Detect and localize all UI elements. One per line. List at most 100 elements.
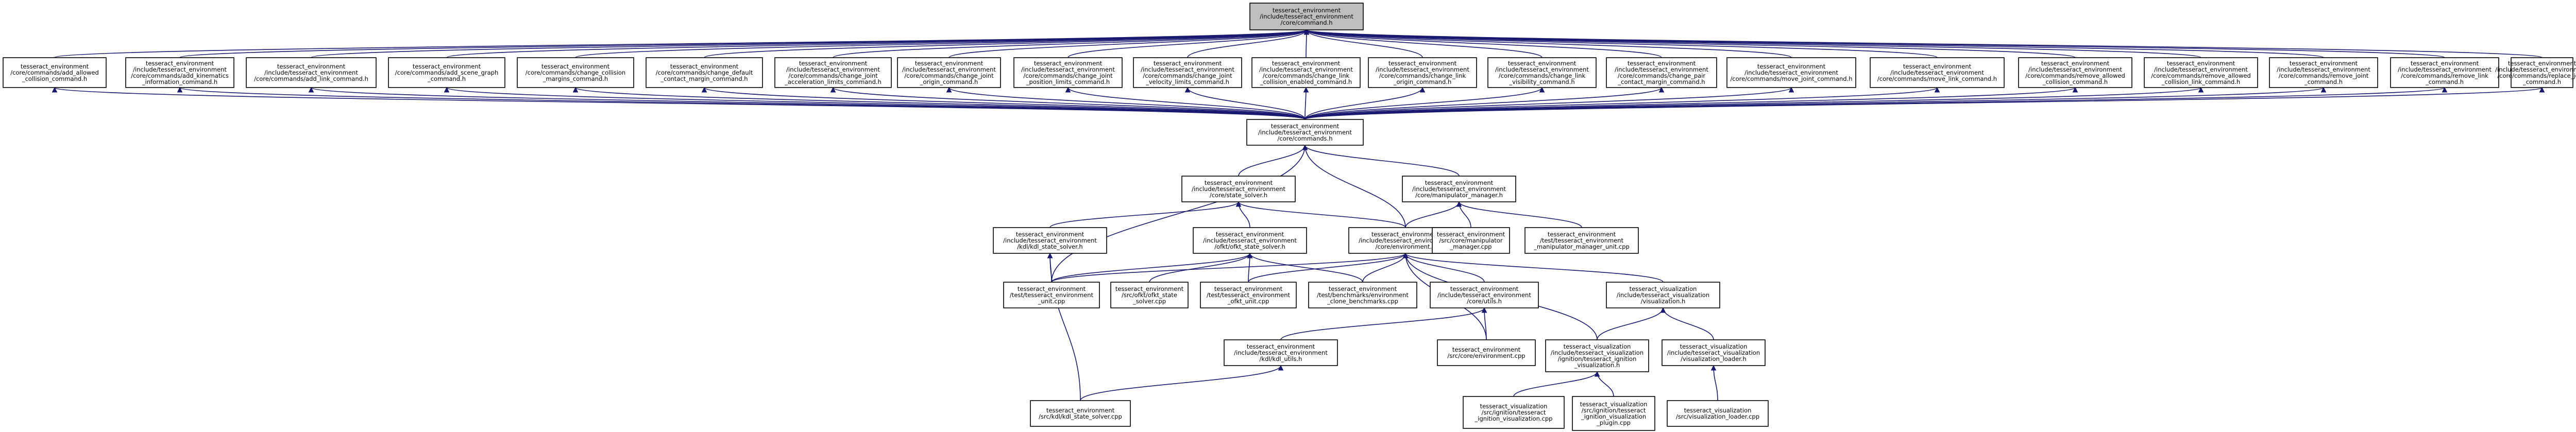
node-label-line: tesseract_environment xyxy=(1154,60,1222,67)
graph-node-replace-joint[interactable]: tesseract_environment/include/tesseract_… xyxy=(2495,57,2576,88)
graph-node-kdl-state-solver[interactable]: tesseract_environment/include/tesseract_… xyxy=(993,227,1107,254)
graph-node-ofkt-state-solver-cpp[interactable]: tesseract_environment/src/ofkt/ofkt_stat… xyxy=(1110,282,1189,308)
node-label-line: tesseract_environment xyxy=(670,63,739,70)
edge-remove-allowed-collision-to-root xyxy=(1306,29,2076,58)
graph-node-manipulator-manager[interactable]: tesseract_environment/include/tesseract_… xyxy=(1402,176,1516,202)
graph-node-root: tesseract_environment/include/tesseract_… xyxy=(1249,3,1364,30)
graph-node-change-link-origin[interactable]: tesseract_environment/include/tesseract_… xyxy=(1368,57,1477,88)
graph-node-environment-cpp[interactable]: tesseract_environment/src/core/environme… xyxy=(1437,339,1536,366)
edge-commands-to-change-joint-acceleration xyxy=(833,87,1306,120)
node-label-line: /visualization_loader.h xyxy=(1681,355,1747,362)
node-label-line: /kdl/kdl_utils.h xyxy=(1260,355,1302,362)
graph-node-visualization-loader-cpp[interactable]: tesseract_visualization/src/visualizatio… xyxy=(1667,400,1769,427)
graph-node-visualization-loader-h[interactable]: tesseract_visualization/include/tesserac… xyxy=(1662,339,1766,366)
graph-node-clone-benchmarks[interactable]: tesseract_environment/test/benchmarks/en… xyxy=(1308,282,1417,308)
edge-ofkt-unit-to-environment xyxy=(1248,253,1406,283)
graph-node-change-joint-velocity[interactable]: tesseract_environment/include/tesseract_… xyxy=(1133,57,1242,88)
node-label-line: /include/tesseract_environment xyxy=(1359,237,1452,244)
node-label-line: /ignition/tesseract_ignition xyxy=(1558,355,1637,362)
node-label-line: tesseract_environment xyxy=(1216,231,1284,238)
node-label-line: _collision_command.h xyxy=(2042,78,2108,85)
node-label-line: tesseract_visualization xyxy=(1680,343,1748,350)
node-label-line: /include/tesseract_environment xyxy=(902,66,996,73)
node-box xyxy=(646,57,763,88)
node-box xyxy=(1181,176,1296,202)
graph-node-ignition-plugin-cpp[interactable]: tesseract_visualization/src/ignition/tes… xyxy=(1572,396,1655,431)
graph-node-change-pair-contact-margin[interactable]: tesseract_environment/include/tesseract_… xyxy=(1606,57,1717,88)
node-label-line: _command.h xyxy=(2304,78,2343,85)
edge-change-link-origin-to-root xyxy=(1306,29,1423,58)
graph-node-move-link[interactable]: tesseract_environment/include/tesseract_… xyxy=(1870,57,2005,88)
graph-node-ofkt-unit[interactable]: tesseract_environment/test/tesseract_env… xyxy=(1200,282,1297,308)
node-label-line: tesseract_environment xyxy=(2508,60,2576,67)
node-label-line: _contact_margin_command.h xyxy=(1617,78,1705,85)
graph-node-kdl-state-solver-cpp[interactable]: tesseract_environment/src/kdl/kdl_state_… xyxy=(1030,400,1131,427)
node-label-line: /src/core/manipulator xyxy=(1439,237,1502,244)
graph-node-add-allowed-collision[interactable]: tesseract_environment/core/commands/add_… xyxy=(3,57,107,88)
node-label-line: /include/tesseract_environment xyxy=(2398,66,2492,73)
node-label-line: _ignition_visualization xyxy=(1581,413,1646,420)
node-label-line: tesseract_environment xyxy=(1329,285,1397,292)
node-label-line: tesseract_environment xyxy=(2041,60,2110,67)
edge-commands-to-change-collision-margins xyxy=(575,87,1306,120)
node-label-line: /core/commands/change_link xyxy=(1499,72,1586,79)
edge-remove-joint-to-root xyxy=(1306,29,2324,58)
graph-node-change-link-visibility[interactable]: tesseract_environment/include/tesseract_… xyxy=(1487,57,1597,88)
graph-node-move-joint[interactable]: tesseract_environment/include/tesseract_… xyxy=(1726,57,1856,88)
node-label-line: /include/tesseract_environment xyxy=(1141,66,1234,73)
graph-node-change-link-collision-enabled[interactable]: tesseract_environment/include/tesseract_… xyxy=(1251,57,1361,88)
edge-commands-to-remove-allowed-collision-link xyxy=(1304,87,2201,120)
graph-node-state-solver[interactable]: tesseract_environment/include/tesseract_… xyxy=(1181,176,1296,202)
edge-arrowhead xyxy=(177,87,183,93)
node-label-line: /core/commands/change_link xyxy=(1379,72,1466,79)
node-box xyxy=(2511,57,2573,88)
graph-node-add-scene-graph[interactable]: tesseract_environment/core/commands/add_… xyxy=(388,57,505,88)
graph-node-manipulator-manager-unit[interactable]: tesseract_environment/test/tesseract_env… xyxy=(1524,227,1639,254)
node-label-line: tesseract_environment xyxy=(2411,60,2479,67)
node-box xyxy=(1110,282,1189,308)
node-box xyxy=(1368,57,1477,88)
graph-node-ignition-visualization-cpp[interactable]: tesseract_visualization/src/ignition/tes… xyxy=(1463,396,1565,429)
edge-arrowhead xyxy=(1658,87,1665,93)
graph-node-change-default-contact-margin[interactable]: tesseract_environment/core/commands/chan… xyxy=(646,57,763,88)
edge-ofkt-state-solver-cpp-to-ofkt-state-solver xyxy=(1149,253,1250,283)
edge-arrowhead xyxy=(308,87,314,93)
edge-commands-to-add-link xyxy=(311,87,1306,120)
node-label-line: _clone_benchmarks.cpp xyxy=(1327,298,1398,305)
node-label-line: /include/tesseract_environment xyxy=(264,69,358,76)
graph-node-change-joint-origin[interactable]: tesseract_environment/include/tesseract_… xyxy=(897,57,1001,88)
node-label-line: tesseract_environment xyxy=(1115,285,1184,292)
graph-node-ignition-visualization-h[interactable]: tesseract_visualization/include/tesserac… xyxy=(1545,339,1649,372)
edge-change-joint-velocity-to-root xyxy=(1187,29,1307,58)
graph-node-add-link[interactable]: tesseract_environment/include/tesseract_… xyxy=(246,57,377,88)
node-label-line: /test/tesseract_environment xyxy=(1540,237,1624,244)
graph-node-kdl-utils[interactable]: tesseract_environment/include/tesseract_… xyxy=(1224,339,1338,366)
graph-node-change-joint-acceleration[interactable]: tesseract_environment/include/tesseract_… xyxy=(774,57,892,88)
graph-node-remove-link[interactable]: tesseract_environment/include/tesseract_… xyxy=(2390,57,2499,88)
graph-node-add-kinematics-info[interactable]: tesseract_environment/include/tesseract_… xyxy=(125,57,234,88)
node-label-line: /core/manipulator_manager.h xyxy=(1415,192,1503,199)
graph-node-core-utils[interactable]: tesseract_environment/include/tesseract_… xyxy=(1430,282,1539,308)
graph-node-ofkt-state-solver[interactable]: tesseract_environment/include/tesseract_… xyxy=(1193,227,1307,254)
graph-node-remove-joint[interactable]: tesseract_environment/include/tesseract_… xyxy=(2269,57,2378,88)
graph-node-remove-allowed-collision-link[interactable]: tesseract_environment/include/tesseract_… xyxy=(2144,57,2258,88)
edge-visualization-loader-h-to-vis-visualization xyxy=(1663,307,1714,340)
edge-commands-to-move-joint xyxy=(1304,87,1792,120)
graph-node-vis-visualization[interactable]: tesseract_visualization/include/tesserac… xyxy=(1606,282,1720,308)
node-box xyxy=(246,57,377,88)
graph-node-env-unit[interactable]: tesseract_environment/test/tesseract_env… xyxy=(1003,282,1100,308)
node-label-line: /core/commands/change_joint xyxy=(788,72,878,79)
node-label-line: _visualization.h xyxy=(1574,361,1620,369)
node-label-line: tesseract_environment xyxy=(1273,7,1341,14)
node-label-line: /include/tesseract_environment xyxy=(786,66,880,73)
graph-node-remove-allowed-collision[interactable]: tesseract_environment/include/tesseract_… xyxy=(2018,57,2132,88)
edge-arrowhead xyxy=(1065,87,1071,93)
graph-node-commands[interactable]: tesseract_environment/include/tesseract_… xyxy=(1246,119,1364,146)
node-box xyxy=(1726,57,1856,88)
graph-node-manipulator-manager-cpp[interactable]: tesseract_environment/src/core/manipulat… xyxy=(1432,227,1510,254)
node-label-line: tesseract_environment xyxy=(413,63,481,70)
node-label-line: /include/tesseract_environment xyxy=(1615,66,1708,73)
graph-node-change-joint-position[interactable]: tesseract_environment/include/tesseract_… xyxy=(1013,57,1123,88)
graph-node-change-collision-margins[interactable]: tesseract_environment/core/commands/chan… xyxy=(517,57,634,88)
node-label-line: /include/tesseract_environment xyxy=(1744,69,1838,76)
